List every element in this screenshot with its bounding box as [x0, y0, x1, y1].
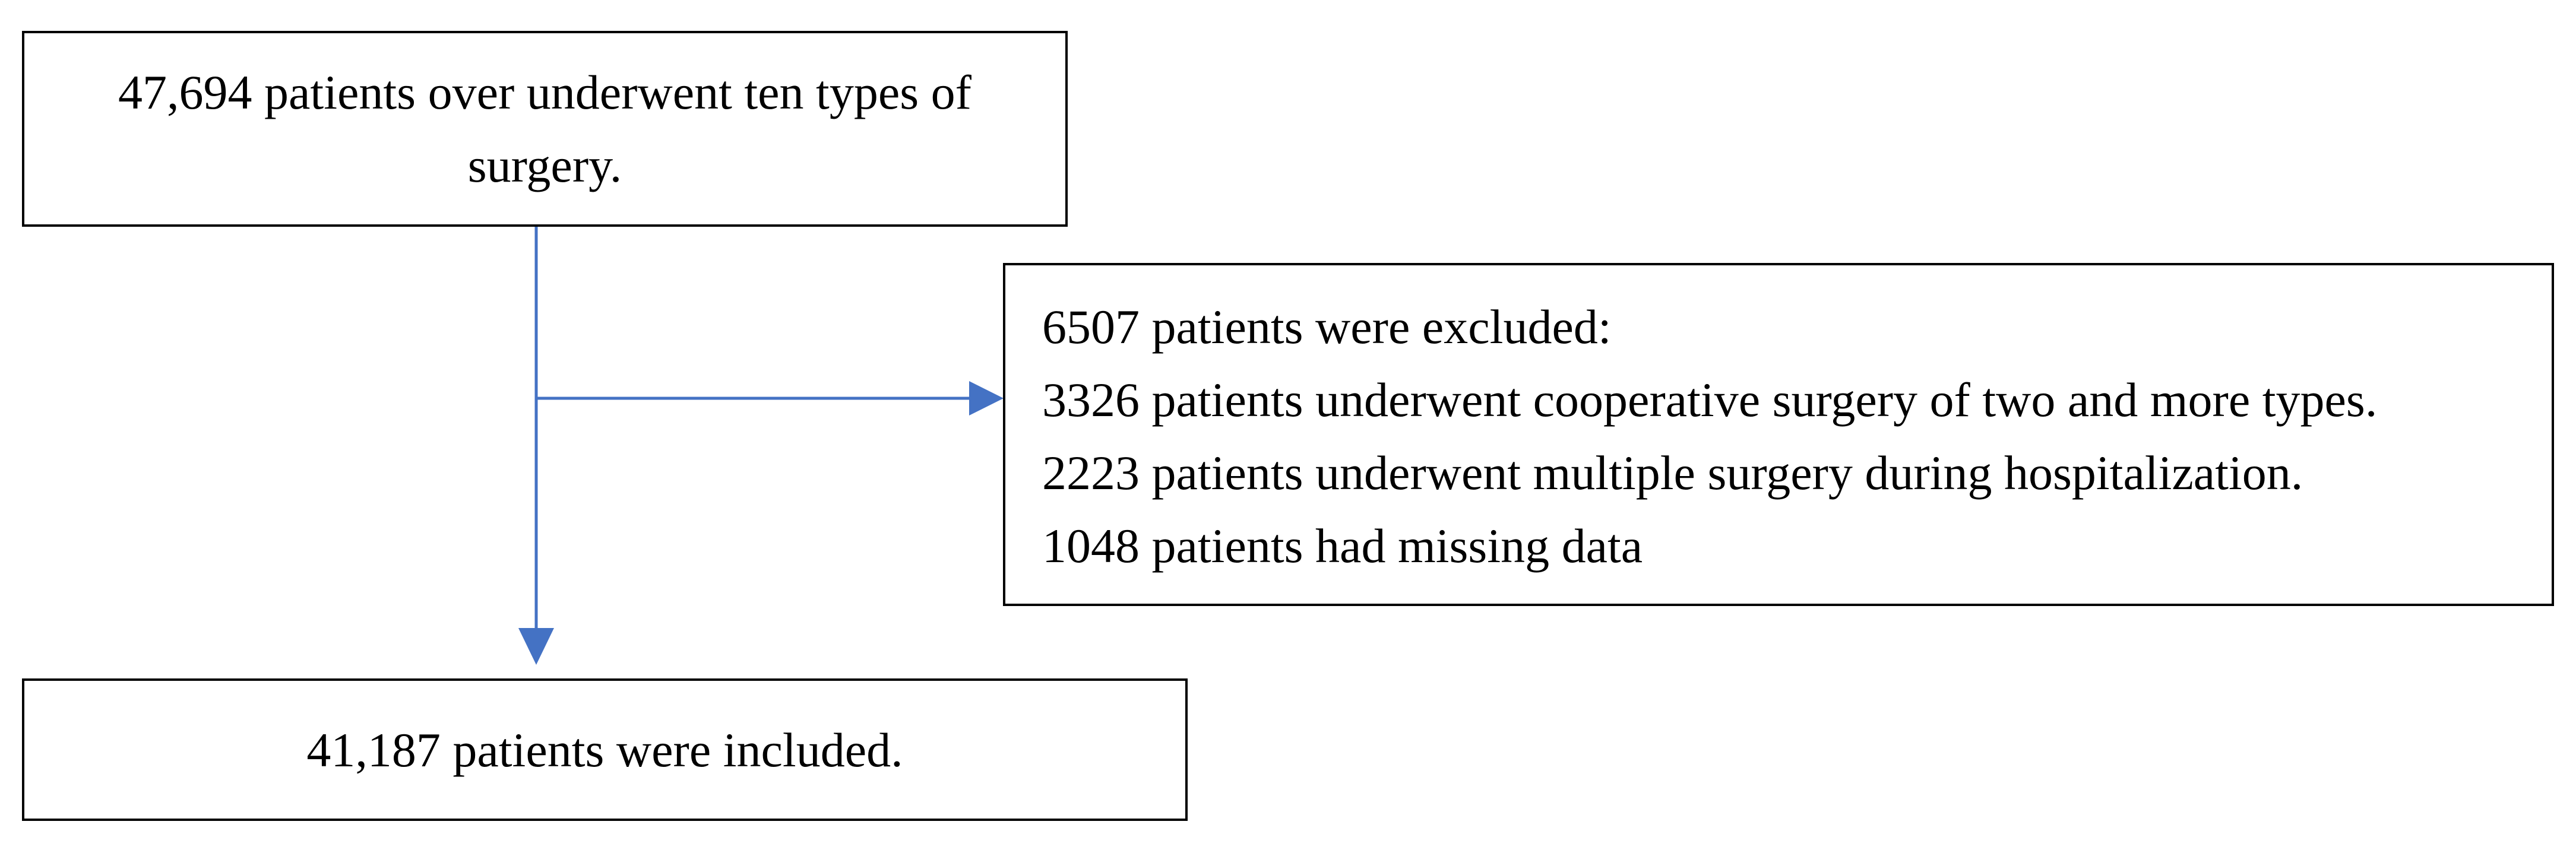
down-arrowhead-icon [518, 628, 554, 665]
included-patients-text: 41,187 patients were included. [306, 722, 903, 777]
included-patients-box: 41,187 patients were included. [22, 678, 1188, 821]
total-patients-text: 47,694 patients over underwent ten types… [118, 65, 971, 192]
right-arrowhead-icon [969, 381, 1004, 416]
excluded-reason-cooperative-text: 3326 patients underwent cooperative surg… [1042, 373, 2378, 427]
excluded-patients-box: 6507 patients were excluded: 3326 patien… [1003, 263, 2554, 606]
total-patients-box: 47,694 patients over underwent ten types… [22, 31, 1068, 227]
excluded-summary-text: 6507 patients were excluded: [1042, 300, 1612, 354]
excluded-reason-missing-text: 1048 patients had missing data [1042, 519, 1643, 573]
excluded-reason-multiple-text: 2223 patients underwent multiple surgery… [1042, 446, 2303, 500]
